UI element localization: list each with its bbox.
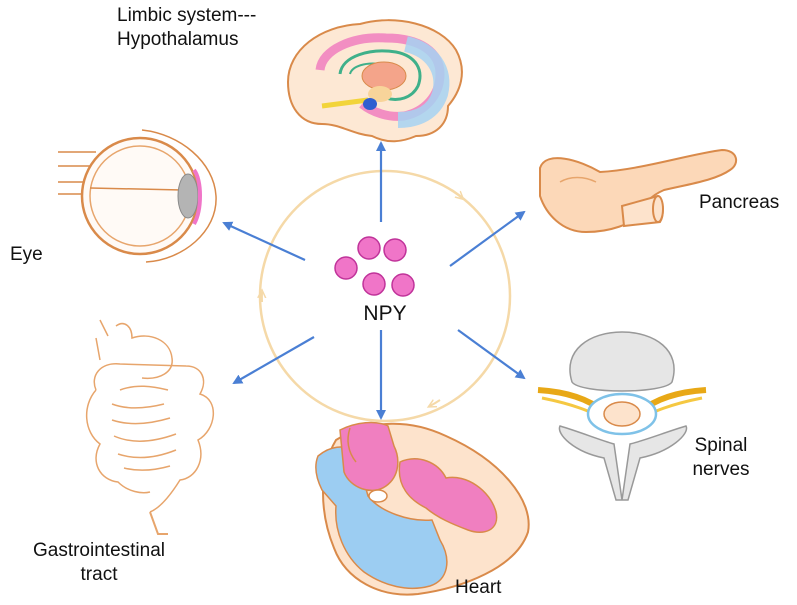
arrow-to-spinal (457, 329, 526, 380)
npy-dot (334, 256, 358, 280)
pancreas-icon (539, 148, 738, 234)
arrows (222, 141, 526, 420)
gi-tract-label-line-1: Gastrointestinal (32, 540, 165, 561)
spinal-nerves-label-line-2: nerves (692, 459, 750, 480)
gi-tract-label: Gastrointestinal tract (14, 539, 184, 587)
brain-label: Limbic system--- Hypothalamus (117, 4, 256, 52)
cycle-arrowhead-top (451, 189, 462, 198)
arrow-to-gi (232, 336, 315, 384)
arrow-to-pancreas (449, 210, 526, 267)
npy-label: NPY (363, 302, 407, 325)
gi-tract-icon (85, 319, 215, 535)
brain-label-line-2: Hypothalamus (117, 29, 239, 50)
eye-icon (58, 129, 217, 263)
npy-dot (362, 272, 386, 296)
brain-label-line-1: Limbic system--- (117, 5, 257, 26)
npy-dot (383, 238, 407, 262)
gi-tract-label-line-2: tract (80, 564, 118, 585)
cycle-ring (260, 169, 512, 423)
npy-dot (357, 236, 381, 260)
heart-label: Heart (455, 577, 502, 598)
brain-icon (286, 19, 463, 143)
npy-molecules (334, 236, 415, 297)
arrow-to-eye (222, 221, 306, 262)
spinal-nerves-label-line-1: Spinal (694, 435, 748, 456)
cycle-arrowhead-bottom (430, 399, 441, 406)
spinal-nerves-icon (537, 331, 707, 501)
npy-dot (391, 273, 415, 297)
eye-label: Eye (10, 244, 43, 265)
spinal-nerves-label: Spinal nerves (688, 434, 754, 482)
heart-icon (315, 421, 530, 596)
pancreas-label: Pancreas (699, 192, 780, 213)
